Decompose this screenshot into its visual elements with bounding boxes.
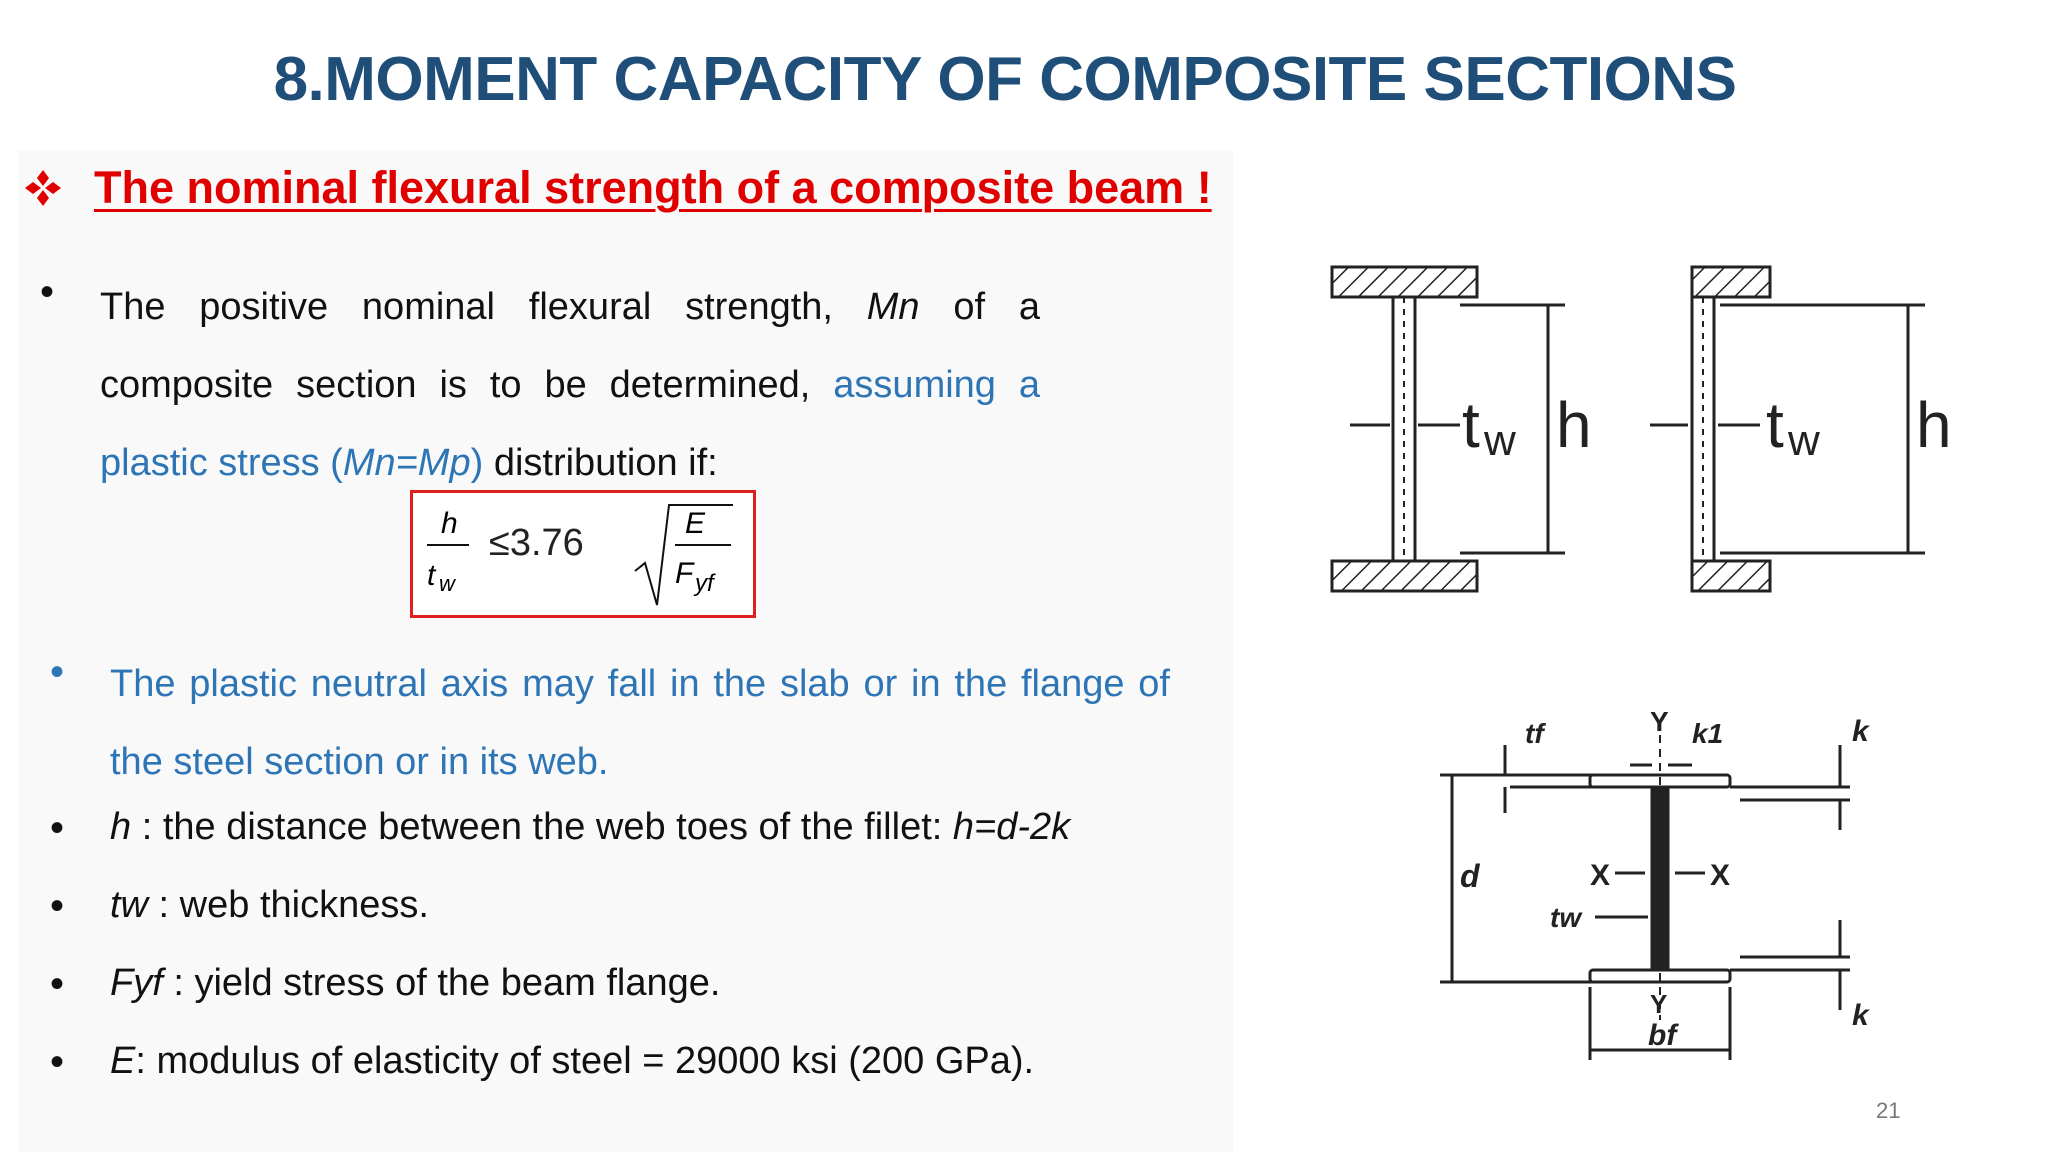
diamond-bullet-icon bbox=[25, 170, 61, 206]
formula-leq: ≤3.76 bbox=[489, 522, 584, 564]
definition-h: h : the distance between the web toes of… bbox=[110, 806, 1071, 848]
tw-label-2: t bbox=[1766, 389, 1784, 461]
paragraph-neutral-axis: The plastic neutral axis may fall in the… bbox=[110, 663, 1170, 783]
k-bottom-label: k bbox=[1852, 999, 1870, 1032]
bullet-dot: • bbox=[50, 650, 65, 694]
wide-flange-dimension-diagram: tf k1 k k d tw X X Y Y bf bbox=[1440, 706, 1870, 1060]
h-label: h bbox=[1556, 389, 1592, 461]
x-axis-right-label: X bbox=[1710, 859, 1730, 892]
definition-e: E: modulus of elasticity of steel = 2900… bbox=[110, 1040, 1035, 1082]
bullet-dot: • bbox=[50, 806, 65, 850]
y-axis-bottom-label: Y bbox=[1650, 989, 1667, 1019]
tw-sub-label: w bbox=[1483, 416, 1516, 465]
paragraph-plastic-stress: The positive nominal flexural strength, … bbox=[100, 286, 1040, 484]
bullet-dot: • bbox=[50, 962, 65, 1006]
channel-section-shape bbox=[1690, 265, 1772, 593]
tf-label: tf bbox=[1525, 718, 1546, 749]
tw-dim-label: tw bbox=[1550, 902, 1583, 933]
slenderness-formula: h t w ≤3.76 E F yf bbox=[410, 490, 756, 618]
k-top-label: k bbox=[1852, 715, 1870, 748]
bf-label: bf bbox=[1648, 1019, 1679, 1052]
content-panel bbox=[18, 150, 1233, 1152]
i-section-shape bbox=[1330, 265, 1479, 593]
tw-sub-label-2: w bbox=[1787, 416, 1820, 465]
formula-denominator-sub: w bbox=[439, 571, 457, 596]
x-axis-left-label: X bbox=[1590, 859, 1610, 892]
tw-label: t bbox=[1462, 389, 1480, 461]
subheading-text: The nominal flexural strength of a compo… bbox=[94, 162, 1212, 213]
definition-fyf: Fyf : yield stress of the beam flange. bbox=[110, 962, 721, 1004]
slide-title: 8.MOMENT CAPACITY OF COMPOSITE SECTIONS bbox=[273, 45, 1737, 114]
formula-radicand-sub: yf bbox=[693, 570, 716, 597]
page-number: 21 bbox=[1876, 1098, 1901, 1123]
definition-tw: tw : web thickness. bbox=[110, 884, 429, 926]
formula-radicand-numerator: E bbox=[685, 507, 706, 540]
web-height-diagram: t w h t w h bbox=[1330, 265, 1952, 593]
subheading: The nominal flexural strength of a compo… bbox=[20, 162, 1212, 214]
formula-denominator: t bbox=[427, 559, 437, 592]
bullet-dot: • bbox=[40, 270, 55, 314]
k1-label: k1 bbox=[1692, 718, 1723, 749]
h-label-2: h bbox=[1916, 389, 1952, 461]
d-label: d bbox=[1460, 858, 1481, 894]
formula-numerator: h bbox=[441, 507, 458, 540]
bullet-dot: • bbox=[50, 1040, 65, 1084]
bullet-dot: • bbox=[50, 884, 65, 928]
y-axis-top-label: Y bbox=[1650, 706, 1669, 737]
formula-radicand-denominator: F bbox=[675, 557, 695, 590]
